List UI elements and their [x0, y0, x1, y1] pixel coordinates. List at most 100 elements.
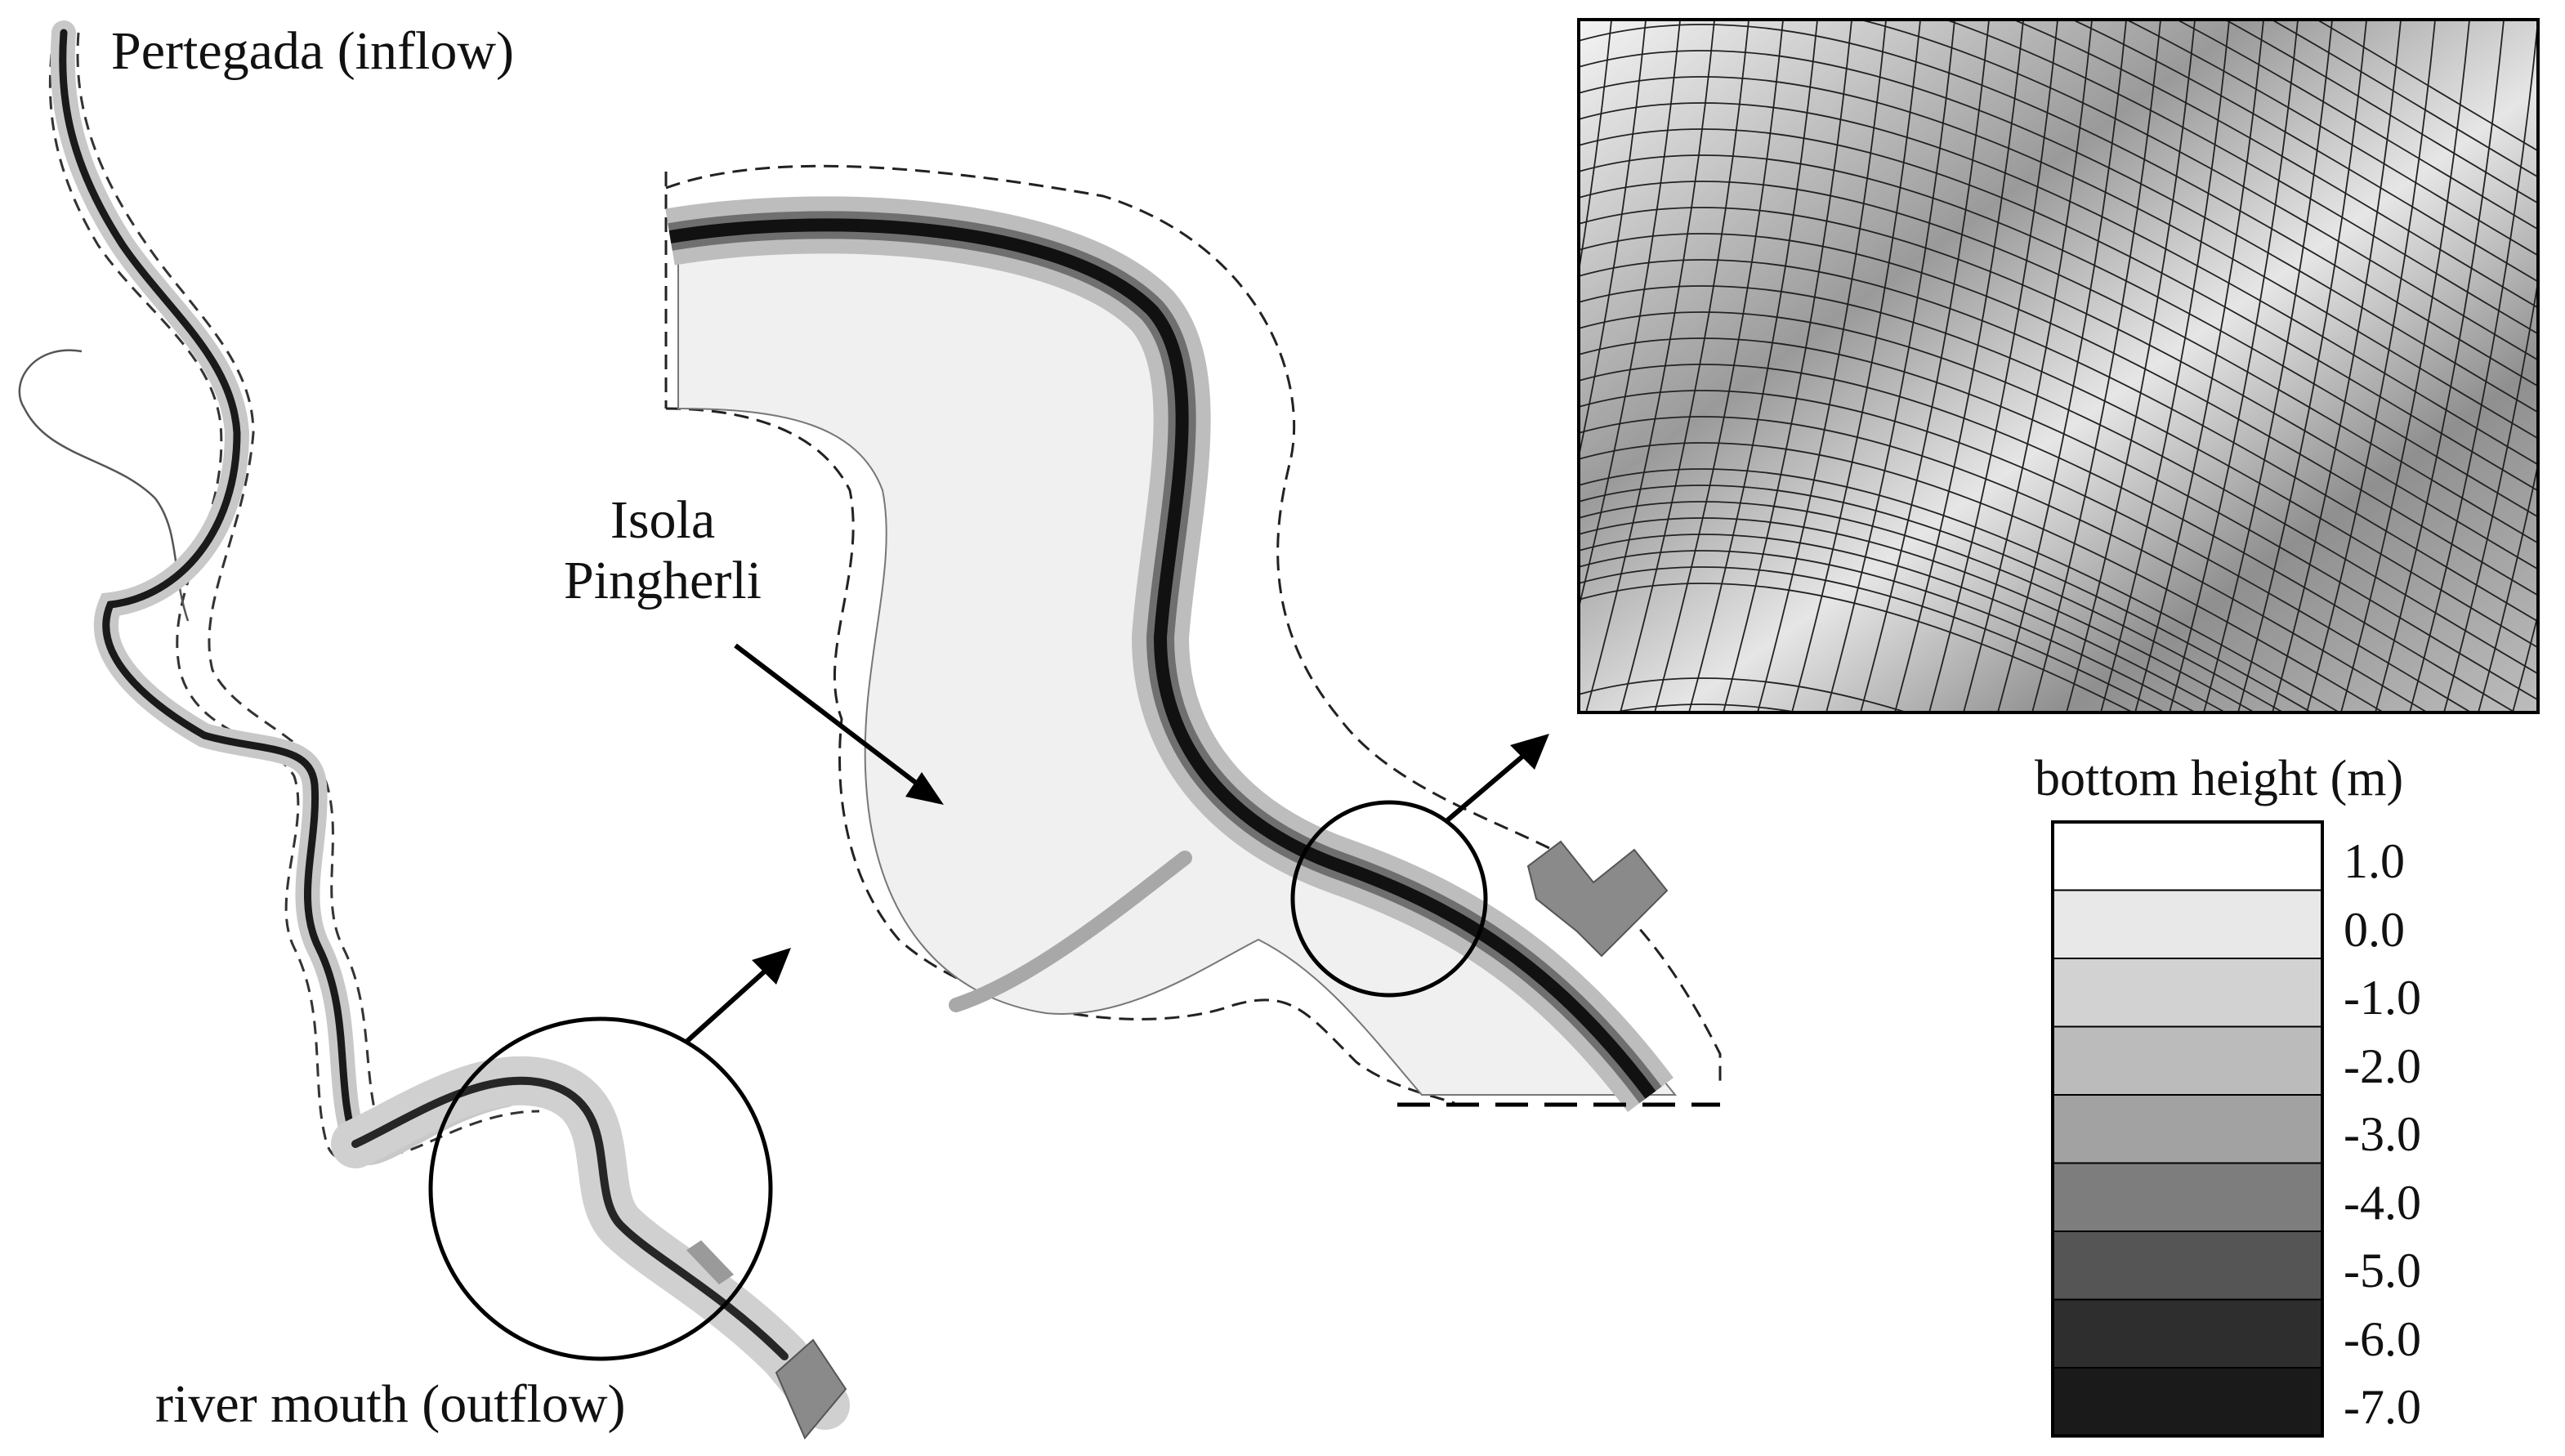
mesh-line: [1579, 583, 2135, 712]
island-label-line2: Pingherli: [564, 550, 762, 610]
mesh-line: [1579, 337, 2538, 701]
legend-title: bottom height (m): [2035, 751, 2404, 806]
mesh-line: [2512, 611, 2538, 712]
mesh-line: [2223, 20, 2538, 204]
mesh-line: [2100, 20, 2230, 712]
mesh-line: [1997, 20, 2127, 712]
mesh-line: [1579, 207, 2538, 570]
mesh-line: [1579, 468, 2341, 712]
legend-tick-label: 1.0: [2344, 834, 2405, 888]
island-label-line1: Isola: [610, 490, 716, 550]
mesh-line: [2125, 20, 2538, 257]
mesh-line: [1579, 550, 2197, 712]
mesh-line: [1579, 20, 1681, 611]
mesh-line: [1268, 3, 1407, 745]
mesh-line: [2175, 20, 2538, 230]
legend-swatch: [2052, 889, 2323, 959]
mesh-line: [1585, 20, 1715, 712]
mesh-line: [2272, 20, 2402, 712]
mesh-line: [2270, 20, 2538, 178]
mesh-line: [1579, 311, 2538, 675]
mesh-line: [2478, 461, 2538, 712]
river-channel-shallow: [50, 20, 519, 1165]
harbour-structure: [1526, 840, 1669, 958]
zoom-circle-bend: [1290, 800, 1488, 998]
legend-tick-label: -3.0: [2344, 1107, 2421, 1161]
zoom-arrow-mouth: [684, 966, 771, 1044]
mesh-line: [1654, 20, 1784, 712]
island-pointer-arrowhead: [905, 772, 944, 805]
legend-tick-label: -6.0: [2344, 1311, 2421, 1366]
mesh-line: [1579, 517, 2256, 712]
legend-swatch: [2052, 821, 2323, 891]
mesh-line: [1579, 485, 2313, 712]
mesh-line: [1579, 285, 2538, 649]
mesh-line: [1928, 20, 2058, 712]
mesh-line: [2134, 20, 2264, 712]
legend-swatch: [2052, 1298, 2323, 1369]
mesh-line: [1303, 3, 1441, 745]
mesh-line: [1894, 20, 2024, 712]
legend-tick-label: -4.0: [2344, 1175, 2421, 1230]
mesh-line: [1579, 233, 2538, 596]
mesh-line: [2066, 20, 2196, 712]
mesh-line: [2375, 20, 2505, 712]
mesh-line: [1757, 20, 1887, 712]
mesh-line: [1579, 76, 2538, 440]
mesh-line: [1405, 3, 1544, 745]
legend-tick-label: -7.0: [2344, 1380, 2421, 1434]
river-channel-thalweg: [59, 29, 511, 1157]
mesh-line: [2315, 20, 2538, 152]
legend-swatches: [2051, 820, 2324, 1438]
outflow-label: river mouth (outflow): [155, 1374, 626, 1434]
floodplain-lobe: [18, 349, 190, 622]
mesh-line: [1234, 3, 1373, 745]
mesh-line: [2031, 20, 2161, 712]
mesh-line: [2538, 3, 2565, 745]
mesh-line: [1579, 24, 2538, 387]
small-structure: [686, 1240, 734, 1284]
island-pointer-arrow: [734, 643, 925, 791]
mesh-line: [1579, 442, 2385, 712]
inner-boundary: [665, 407, 1455, 1105]
mesh-line: [1579, 416, 2429, 712]
domain-boundary: [664, 164, 1722, 1087]
mesh-grid-lines: [1234, 3, 2565, 745]
island-label: Isola Pingherli: [564, 490, 762, 611]
legend-swatch: [2052, 1367, 2323, 1437]
mesh-line: [1857, 20, 2538, 361]
mesh-line: [2203, 20, 2333, 712]
mesh-line: [2306, 20, 2436, 712]
mesh-line: [2237, 20, 2367, 712]
mesh-line: [1579, 20, 1612, 276]
sand-bar: [949, 851, 1192, 1012]
legend-swatch: [2052, 1162, 2323, 1232]
legend-swatch: [2052, 1025, 2323, 1096]
mesh-line: [2340, 20, 2470, 712]
mesh-line: [1579, 501, 2285, 712]
legend-tick-label: 0.0: [2344, 902, 2405, 957]
inflow-label: Pertegada (inflow): [111, 21, 514, 81]
legend-swatch: [2052, 1230, 2323, 1301]
mesh-line: [1825, 20, 1955, 712]
mesh-line: [1620, 20, 1749, 712]
mesh-line: [1579, 534, 2228, 712]
mesh-line: [1579, 259, 2538, 623]
bend-channel-thalweg: [668, 218, 1656, 1099]
mesh-line: [1860, 20, 1990, 712]
mesh-line: [1579, 50, 2538, 413]
legend-frame: [2051, 820, 2324, 1438]
mesh-line: [1579, 102, 2538, 466]
mesh-line: [1579, 154, 2538, 518]
mesh-line: [1371, 3, 1510, 745]
mesh-line: [2169, 20, 2299, 712]
mesh-line: [1688, 20, 1818, 712]
zoom-arrowhead-bend: [1510, 734, 1549, 770]
mesh-frame: [1577, 18, 2540, 714]
river-mouth-jetty: [775, 1338, 847, 1440]
zoom-arrowhead-mouth: [752, 948, 791, 985]
bottom-height-legend: [2051, 820, 2324, 1438]
legend-tick-label: -5.0: [2344, 1244, 2421, 1297]
mesh-line: [1440, 3, 1579, 745]
